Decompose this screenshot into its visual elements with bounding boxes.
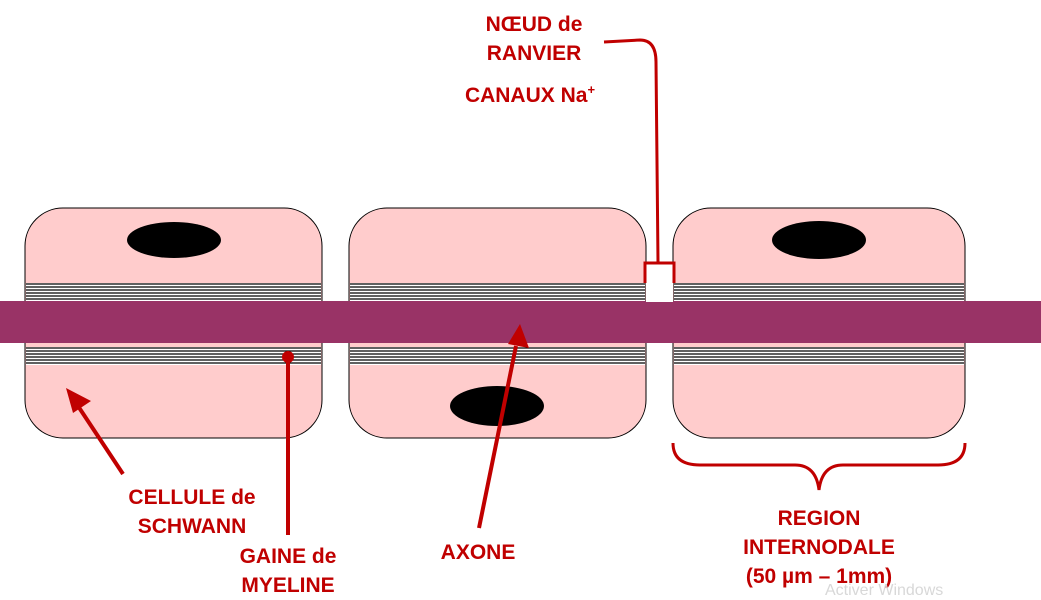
cellule-schwann-label: CELLULE de SCHWANN	[102, 483, 282, 541]
ranvier-callout-line	[603, 38, 660, 263]
cellule-line-2: SCHWANN	[137, 515, 247, 538]
noeud-line-2: RANVIER	[486, 42, 582, 65]
axon-arrow-head	[508, 324, 529, 348]
myelin-band	[674, 283, 964, 301]
axone-label: AXONE	[418, 538, 538, 567]
myelin-band	[26, 283, 321, 301]
myelin-band	[350, 347, 645, 365]
schwann-arrow-shaft	[76, 404, 125, 476]
canaux-text: CANAUX Na+	[464, 82, 596, 107]
cellule-line-1: CELLULE de	[128, 486, 256, 509]
gaine-myeline-label: GAINE de MYELINE	[213, 542, 363, 600]
schwann-arrow-head	[66, 388, 91, 413]
region-internodale-label: REGION INTERNODALE (50 µm – 1mm)	[709, 504, 929, 591]
canaux-na-label: CANAUX Na+	[440, 81, 620, 110]
axon-arrow-shaft	[477, 345, 518, 529]
nucleus-3	[772, 221, 866, 259]
myelin-band	[350, 283, 645, 301]
sodium-channel-bracket	[643, 261, 676, 283]
nucleus-2	[450, 386, 544, 426]
myelin-band	[674, 347, 964, 365]
noeud-ranvier-label: NŒUD de RANVIER	[454, 10, 614, 68]
internodal-brace	[671, 442, 967, 491]
noeud-line-1: NŒUD de	[485, 13, 583, 36]
canaux-superscript: +	[587, 82, 596, 97]
myelin-lines	[26, 283, 964, 365]
region-line-3: (50 µm – 1mm)	[745, 565, 893, 588]
axone-text: AXONE	[440, 541, 516, 564]
gaine-line-1: GAINE de	[239, 545, 337, 568]
region-line-1: REGION	[777, 507, 861, 530]
gaine-line-2: MYELINE	[241, 574, 335, 597]
nucleus-1	[127, 222, 221, 258]
node-of-ranvier-gap	[646, 280, 673, 302]
myelin-band	[26, 347, 321, 365]
activation-watermark: Activer Windows	[825, 582, 944, 599]
region-line-2: INTERNODALE	[743, 536, 895, 559]
myelin-pointer-dot	[282, 351, 294, 363]
